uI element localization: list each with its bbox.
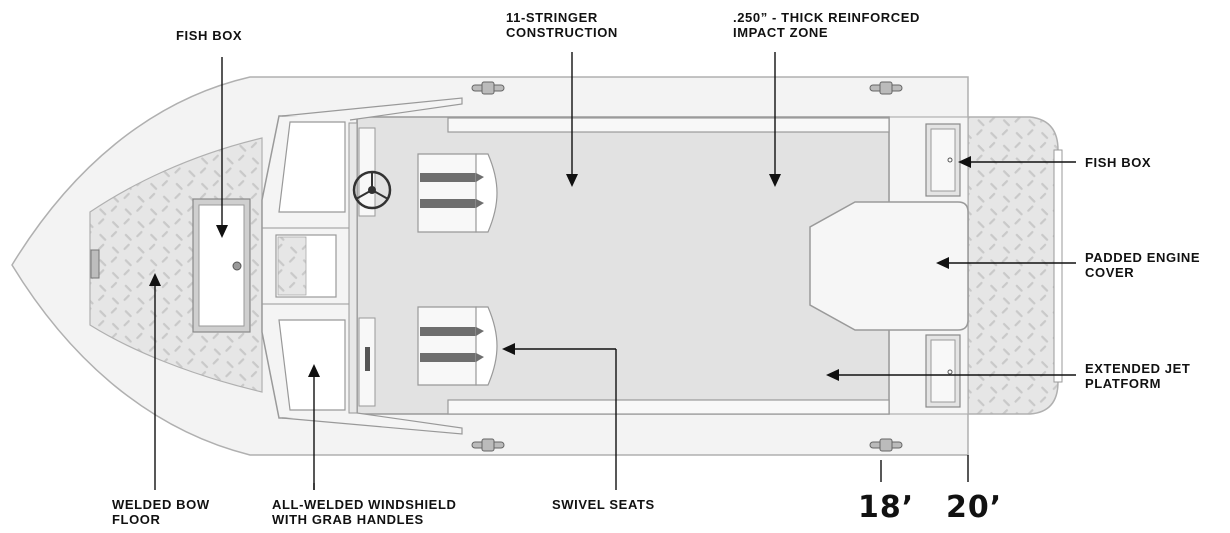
label-fish-box-bow: FISH BOX — [176, 28, 242, 43]
label-jet-platform-line2: PLATFORM — [1085, 376, 1162, 391]
label-windshield-line1: ALL-WELDED WINDSHIELD — [272, 497, 457, 512]
label-bow-floor: WELDED BOW FLOOR — [112, 497, 210, 527]
label-fish-box-stern: FISH BOX — [1085, 155, 1151, 170]
passenger-seat-icon — [417, 306, 498, 386]
gunwale-bottom — [447, 399, 890, 415]
label-impact-zone-line2: IMPACT ZONE — [733, 25, 829, 40]
label-fish-box-stern-text: FISH BOX — [1085, 155, 1152, 170]
helm-seat-icon — [417, 153, 498, 233]
label-engine-cover-line2: COVER — [1085, 265, 1135, 280]
label-stringer: 11-STRINGER CONSTRUCTION — [506, 10, 618, 40]
label-bow-floor-line2: FLOOR — [112, 512, 161, 527]
label-jet-platform: EXTENDED JET PLATFORM — [1085, 361, 1190, 391]
label-impact-zone-line1: .250” - THICK REINFORCED — [733, 10, 921, 25]
label-swivel-seats-text: SWIVEL SEATS — [552, 497, 655, 512]
label-fish-box-bow-text: FISH BOX — [176, 28, 243, 43]
length-18: 18’ — [858, 490, 915, 525]
label-jet-platform-line1: EXTENDED JET — [1085, 361, 1191, 376]
label-swivel-seats: SWIVEL SEATS — [552, 497, 655, 512]
label-stringer-line2: CONSTRUCTION — [506, 25, 618, 40]
label-engine-cover-line1: PADDED ENGINE — [1085, 250, 1201, 265]
swim-step — [1053, 149, 1063, 383]
callout-lines — [154, 52, 1076, 490]
cleat-icon — [471, 81, 903, 452]
label-stringer-line1: 11-STRINGER — [506, 10, 598, 25]
gunwale-top — [447, 117, 890, 133]
label-bow-floor-line1: WELDED BOW — [112, 497, 210, 512]
engine-cover — [809, 201, 969, 331]
steering-wheel-icon — [352, 170, 392, 210]
label-windshield: ALL-WELDED WINDSHIELD WITH GRAB HANDLES — [272, 497, 456, 527]
label-engine-cover: PADDED ENGINE COVER — [1085, 250, 1200, 280]
length-20: 20’ — [946, 490, 1003, 525]
label-windshield-line2: WITH GRAB HANDLES — [272, 512, 424, 527]
label-impact-zone: .250” - THICK REINFORCED IMPACT ZONE — [733, 10, 920, 40]
arrowheads — [149, 156, 971, 381]
